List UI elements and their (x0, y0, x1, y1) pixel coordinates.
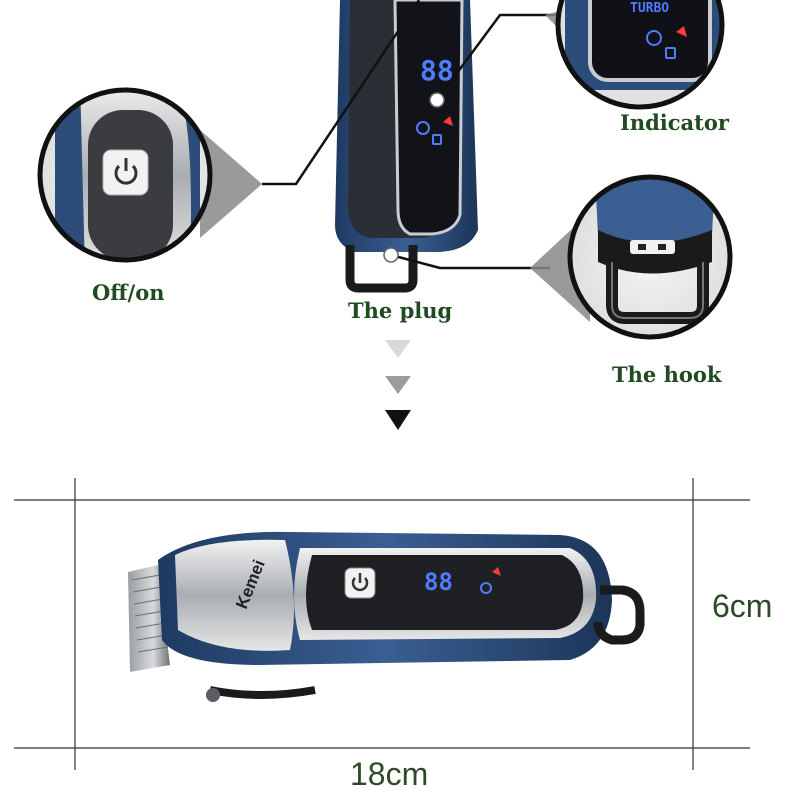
dimension-frame (14, 478, 750, 770)
label-hook: The hook (612, 362, 722, 387)
label-plug: The plug (348, 298, 453, 323)
svg-text:88: 88 (420, 54, 454, 87)
callout-pointer (200, 130, 262, 238)
arrow-down-icon (385, 410, 411, 430)
mode-text: TURBO (630, 1, 669, 16)
zoom-hook (567, 174, 733, 340)
power-icon (114, 158, 138, 185)
lock-icon (665, 47, 676, 59)
cut-icon (676, 26, 687, 37)
svg-text:88: 88 (424, 568, 453, 596)
callout-lines (262, 0, 560, 270)
zoom-indicator: TURBO (555, 0, 725, 110)
battery-icon (646, 30, 662, 46)
height-dimension: 6cm (712, 588, 773, 624)
arrow-down-icon (385, 376, 411, 394)
zoom-power-button (37, 87, 213, 263)
clipper-horizontal: 88 Kemei (128, 531, 645, 702)
arrow-down-icon (385, 340, 411, 358)
label-off-on: Off/on (92, 280, 165, 305)
indicator-marker (429, 92, 445, 108)
power-icon (351, 573, 369, 592)
label-indicator: Indicator (620, 110, 729, 135)
width-dimension: 18cm (350, 756, 429, 792)
plug-marker (383, 247, 399, 263)
clipper-vertical: 88 (335, 0, 478, 293)
